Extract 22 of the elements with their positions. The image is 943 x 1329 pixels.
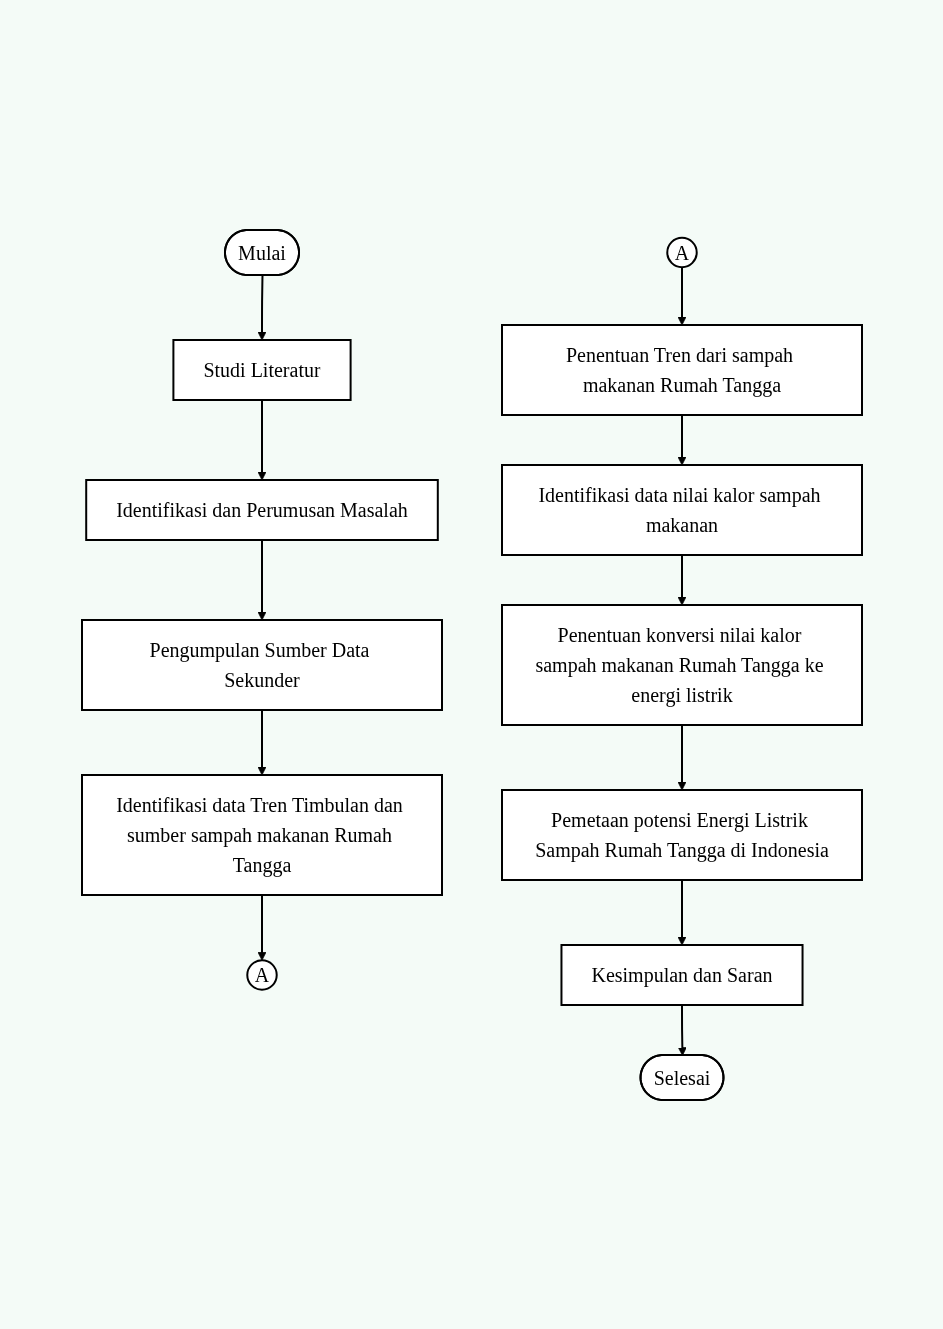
- arrow: [677, 553, 686, 605]
- node-box: Pemetaan potensi Energi Listrik Sampah Rumah Tangga di Indonesia: [500, 788, 863, 881]
- node-box: Identifikasi data nilai kalor sampah makanan: [500, 463, 863, 556]
- arrow: [257, 893, 266, 961]
- node-box: Penentuan konversi nilai kalor sampah makanan Rumah Tangga ke energi listrik: [500, 603, 863, 726]
- node-box: Pengumpulan Sumber Data Sekunder: [80, 618, 443, 711]
- node-box: Kesimpulan dan Saran: [559, 943, 804, 1006]
- arrow: [677, 723, 686, 790]
- node-circle: A: [245, 958, 278, 991]
- node-box: Identifikasi dan Perumusan Masalah: [84, 478, 439, 541]
- node-box: Identifikasi data Tren Timbulan dan sumber sampah makanan Rumah Tangga: [80, 773, 443, 896]
- node-box: Penentuan Tren dari sampah makanan Rumah Tangga: [500, 323, 863, 416]
- node-circle: A: [665, 236, 698, 268]
- arrow: [677, 265, 686, 325]
- arrow: [257, 538, 266, 620]
- node-box: Studi Literatur: [171, 338, 352, 401]
- arrow: [257, 274, 266, 340]
- arrow: [677, 413, 686, 465]
- arrow: [677, 1003, 687, 1056]
- arrow: [257, 708, 266, 775]
- arrow: [257, 398, 266, 480]
- arrow: [677, 878, 686, 945]
